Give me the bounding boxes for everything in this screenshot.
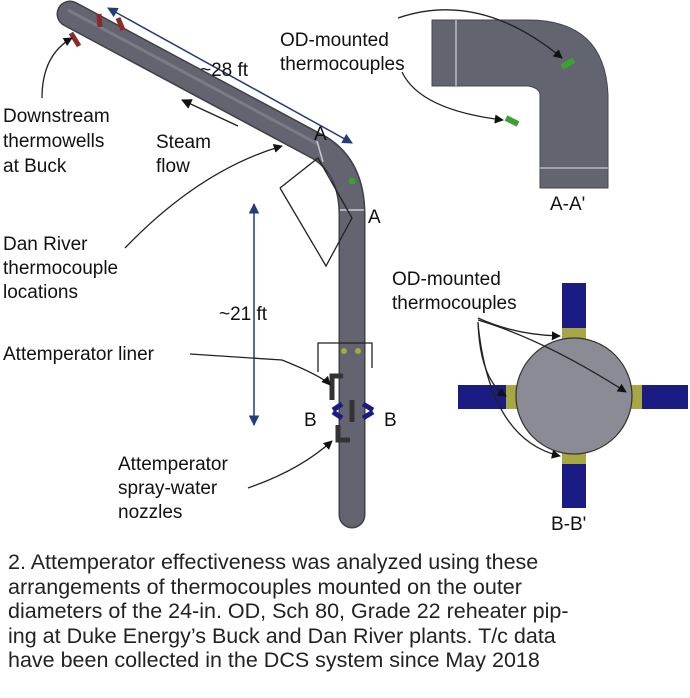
attemperator-liner xyxy=(329,373,355,443)
caption-line: arrangements of thermocouples mounted on… xyxy=(8,574,522,599)
figure-caption: 2. Attemperator effectiveness was analyz… xyxy=(8,550,688,673)
label-steam-flow: Steam flow xyxy=(156,132,216,177)
label-length-vertical: ~21 ft xyxy=(219,304,268,325)
label-od-right: OD-mounted thermocouples xyxy=(392,269,517,314)
caption-line: 2. Attemperator effectiveness was analyz… xyxy=(8,550,539,574)
leader-downstream xyxy=(41,37,73,99)
leader-od-right xyxy=(477,317,627,459)
steam-flow-arrow xyxy=(181,99,239,127)
spray-nozzles xyxy=(331,401,375,421)
caption-line: have been collected in the DCS system si… xyxy=(8,648,540,672)
label-section-b-right: B xyxy=(384,410,397,431)
liner-sensor-2 xyxy=(355,348,361,354)
leader-od-top-2 xyxy=(401,71,504,124)
bend-thermocouple-dot xyxy=(348,177,356,185)
label-liner: Attemperator liner xyxy=(3,344,155,365)
leader-od-top-1 xyxy=(397,9,563,59)
piping-diagram: Downstream thermowells at Buck ~28 ft St… xyxy=(3,0,688,535)
label-dan-river: Dan River thermocouple locations xyxy=(3,234,123,303)
caption-line: ing at Duke Energy’s Buck and Dan River … xyxy=(8,623,556,648)
liner-section-bracket xyxy=(317,342,373,372)
label-length-top: ~28 ft xyxy=(200,60,249,81)
label-downstream: Downstream thermowells at Buck xyxy=(3,106,115,177)
leader-dan-river xyxy=(124,143,283,249)
label-section-a-side: A xyxy=(368,207,381,228)
section-aa xyxy=(431,19,609,189)
liner-sensor-1 xyxy=(341,348,347,354)
section-outline xyxy=(279,157,353,268)
label-nozzles: Attemperator spray-water nozzles xyxy=(118,454,233,523)
length-top-arrow xyxy=(107,7,353,144)
leader-nozzles xyxy=(247,440,333,489)
caption-line: diameters of the 24-in. OD, Sch 80, Grad… xyxy=(8,599,569,623)
leader-liner xyxy=(189,353,331,386)
label-aa: A-A' xyxy=(550,194,585,215)
label-bb: B-B' xyxy=(551,514,586,535)
label-od-top: OD-mounted thermocouples xyxy=(280,30,405,75)
label-section-a-top: A xyxy=(314,124,327,145)
section-bb xyxy=(458,283,688,508)
label-section-b-left: B xyxy=(304,410,317,431)
